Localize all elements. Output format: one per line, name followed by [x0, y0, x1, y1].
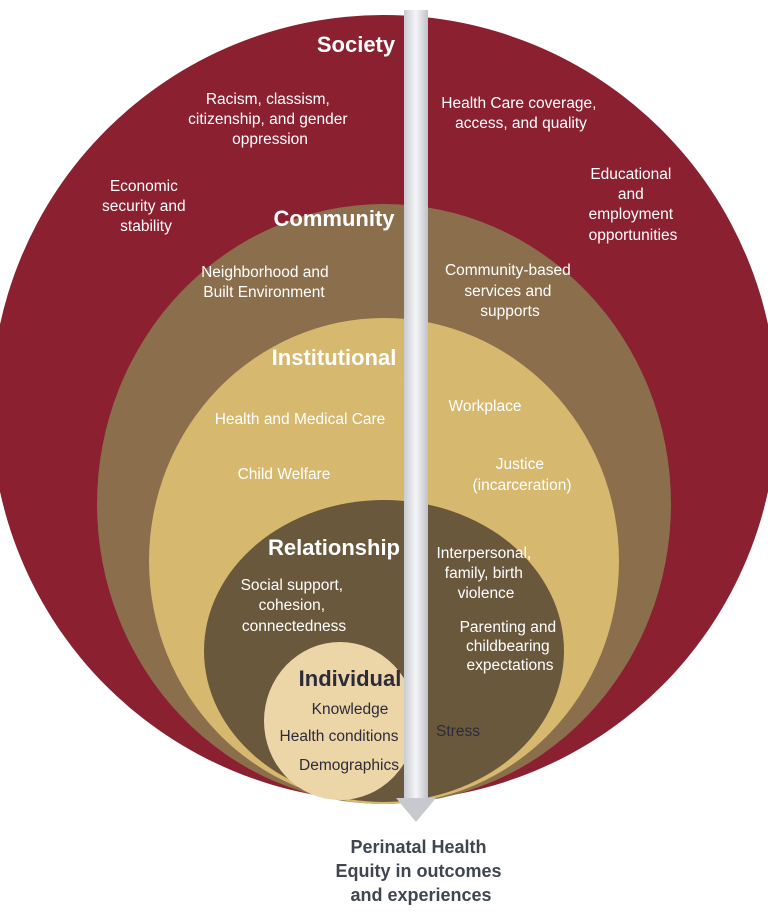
- outcome-line-1: Perinatal Health: [350, 837, 486, 857]
- society-title: Society: [317, 32, 396, 57]
- relationship-title: Relationship: [268, 535, 400, 560]
- label-child-welfare: Child Welfare: [238, 466, 331, 483]
- label-parenting-expectations: Parenting and childbearing expectations: [460, 619, 561, 674]
- individual-ring: [264, 642, 416, 800]
- community-title: Community: [274, 206, 396, 231]
- label-economic-security: Economic security and stability: [102, 178, 190, 235]
- label-social-support: Social support, cohesion, connectedness: [241, 577, 348, 635]
- label-interpersonal-violence: Interpersonal, family, birth violence: [436, 545, 535, 602]
- label-justice: Justice (incarceration): [472, 456, 571, 494]
- outcome-arrow: [396, 10, 436, 822]
- label-demographics: Demographics: [299, 757, 399, 774]
- individual-title: Individual: [299, 666, 402, 691]
- outcome-line-2: Equity in outcomes: [335, 861, 501, 881]
- label-racism: Racism, classism, citizenship, and gende…: [188, 91, 352, 148]
- label-health-conditions: Health conditions: [280, 728, 399, 745]
- label-workplace: Workplace: [449, 398, 522, 415]
- label-health-care-coverage: Health Care coverage, access, and qualit…: [441, 95, 600, 132]
- institutional-title: Institutional: [272, 345, 397, 370]
- label-stress: Stress: [436, 723, 480, 740]
- outcome-label: Perinatal Health Equity in outcomes and …: [335, 837, 506, 905]
- arrow-shaft: [404, 10, 428, 800]
- label-health-medical-care: Health and Medical Care: [215, 411, 386, 428]
- label-neighborhood: Neighborhood and Built Environment: [201, 264, 333, 301]
- label-education-employment: Educational and employment opportunities: [589, 166, 678, 244]
- label-knowledge: Knowledge: [312, 701, 389, 718]
- outcome-line-3: and experiences: [350, 885, 491, 905]
- label-community-services: Community-based services and supports: [445, 262, 575, 320]
- arrow-head: [396, 798, 436, 822]
